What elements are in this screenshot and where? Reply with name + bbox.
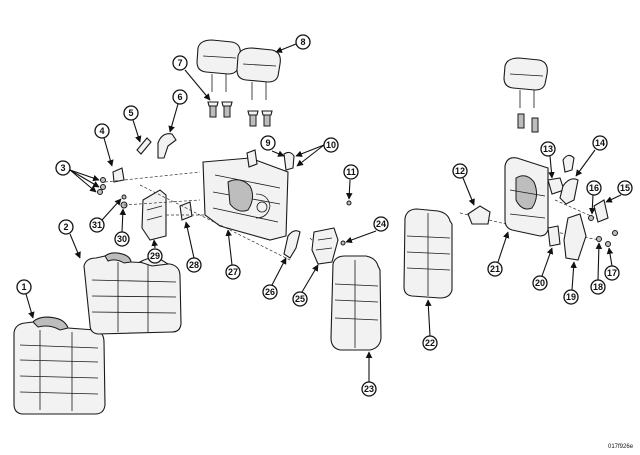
callout-18: 18 bbox=[590, 242, 606, 295]
callout-label: 20 bbox=[535, 278, 545, 288]
callout-19: 19 bbox=[563, 261, 579, 305]
callout-label: 25 bbox=[295, 294, 305, 304]
callout-label: 14 bbox=[595, 138, 605, 148]
callout-label: 26 bbox=[265, 287, 275, 297]
figure-code: 017f926e bbox=[608, 444, 634, 450]
callout-7: 7 bbox=[172, 55, 211, 101]
callout-label: 28 bbox=[189, 260, 199, 270]
callout-14: 14 bbox=[575, 135, 608, 177]
callout-22: 22 bbox=[422, 299, 438, 351]
callout-label: 15 bbox=[620, 183, 630, 193]
callout-label: 11 bbox=[346, 167, 356, 177]
seat-back-22 bbox=[403, 208, 453, 299]
callout-21: 21 bbox=[487, 231, 510, 277]
callout-10: 10 bbox=[295, 137, 339, 167]
headrest-pair-8 bbox=[196, 39, 281, 100]
right-small-parts bbox=[467, 154, 618, 261]
callout-2: 2 bbox=[58, 219, 81, 259]
callout-label: 18 bbox=[593, 282, 603, 292]
callout-label: 24 bbox=[376, 219, 386, 229]
seat-back-frame-21 bbox=[504, 157, 549, 237]
headrest-guides-7 bbox=[207, 101, 273, 127]
callout-27: 27 bbox=[225, 229, 241, 280]
callout-label: 30 bbox=[117, 234, 127, 244]
callout-8: 8 bbox=[275, 34, 311, 53]
callout-28: 28 bbox=[184, 221, 202, 273]
seat-back-panel-1 bbox=[13, 316, 106, 415]
callout-label: 2 bbox=[63, 222, 68, 232]
callout-label: 7 bbox=[177, 58, 182, 68]
callout-20: 20 bbox=[532, 247, 554, 291]
callout-12: 12 bbox=[452, 163, 475, 206]
callout-9: 9 bbox=[260, 135, 285, 157]
callout-label: 6 bbox=[177, 92, 182, 102]
callout-4: 4 bbox=[94, 123, 114, 167]
callout-31: 31 bbox=[89, 198, 122, 233]
callout-26: 26 bbox=[262, 257, 287, 300]
bracket-25 bbox=[311, 227, 339, 265]
callout-1: 1 bbox=[16, 279, 35, 319]
callout-label: 12 bbox=[455, 166, 465, 176]
callout-label: 17 bbox=[607, 268, 617, 278]
callout-16: 16 bbox=[586, 180, 602, 215]
callout-13: 13 bbox=[540, 141, 556, 179]
callout-label: 16 bbox=[589, 183, 599, 193]
seat-back-23 bbox=[330, 255, 382, 351]
callout-label: 10 bbox=[326, 140, 336, 150]
callout-label: 19 bbox=[566, 292, 576, 302]
callout-label: 5 bbox=[128, 108, 133, 118]
callout-11: 11 bbox=[343, 164, 359, 200]
headrest-right bbox=[503, 57, 548, 133]
callout-label: 1 bbox=[21, 282, 26, 292]
callout-label: 4 bbox=[99, 126, 104, 136]
callout-label: 23 bbox=[364, 384, 374, 394]
seat-back-frame-27 bbox=[202, 157, 289, 241]
callout-label: 21 bbox=[490, 264, 500, 274]
callout-label: 13 bbox=[543, 144, 553, 154]
callout-label: 8 bbox=[300, 37, 305, 47]
callout-label: 31 bbox=[92, 220, 102, 230]
callout-15: 15 bbox=[605, 180, 633, 203]
callout-label: 29 bbox=[150, 251, 160, 261]
callout-25: 25 bbox=[292, 264, 319, 307]
callout-6: 6 bbox=[168, 89, 188, 133]
callout-29: 29 bbox=[147, 239, 163, 264]
callout-label: 3 bbox=[60, 163, 65, 173]
callout-3: 3 bbox=[55, 160, 100, 193]
callout-label: 27 bbox=[228, 267, 238, 277]
callout-label: 9 bbox=[265, 138, 270, 148]
callout-23: 23 bbox=[361, 351, 377, 397]
callout-label: 22 bbox=[425, 338, 435, 348]
seat-cushion-2 bbox=[83, 252, 182, 335]
callout-30: 30 bbox=[114, 208, 130, 247]
hinge-26 bbox=[283, 230, 301, 259]
callout-24: 24 bbox=[345, 216, 389, 244]
callout-5: 5 bbox=[123, 105, 142, 143]
callout-17: 17 bbox=[604, 247, 620, 281]
